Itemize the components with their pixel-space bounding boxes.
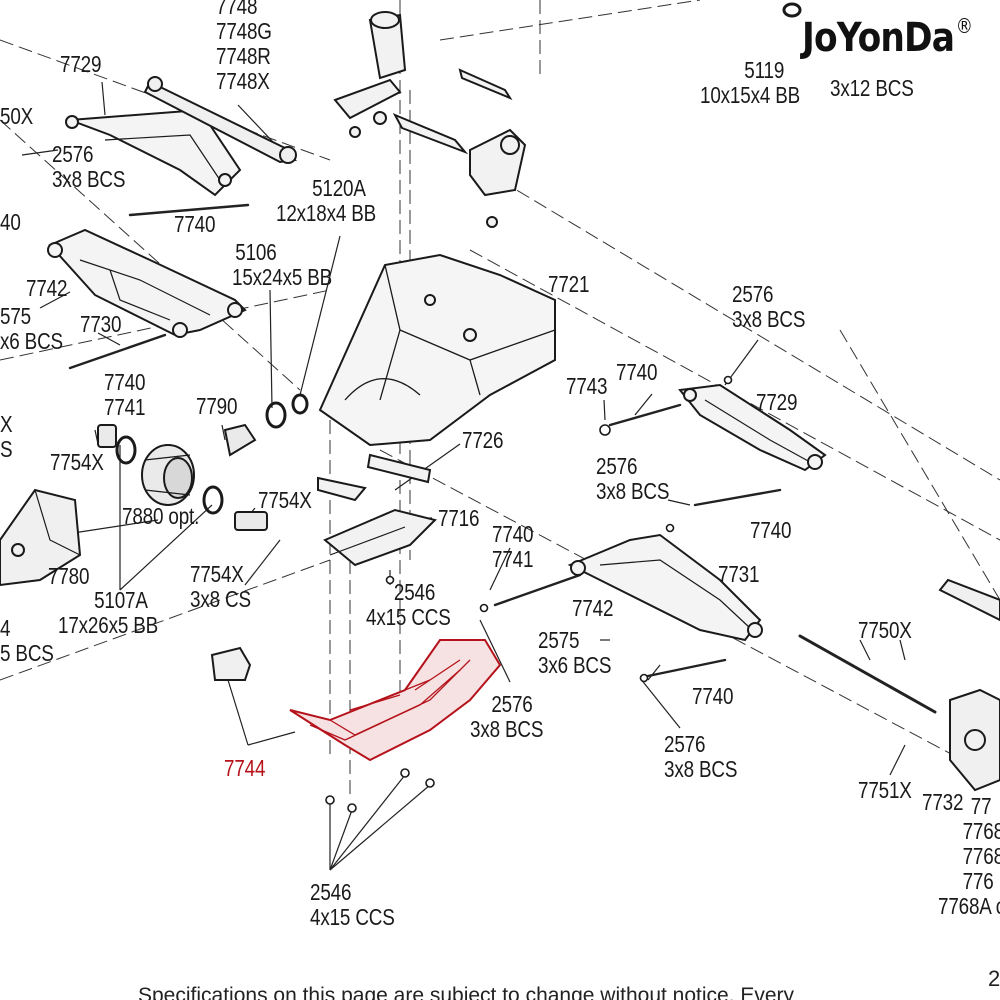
steering-assembly bbox=[333, 11, 527, 228]
label-5107a: 5107A 17x26x5 BB bbox=[58, 587, 159, 638]
registered-mark: ® bbox=[955, 14, 973, 38]
tie-rod bbox=[143, 76, 297, 164]
label-x-left: X S bbox=[0, 411, 13, 462]
label-50x: 50X bbox=[0, 103, 34, 129]
label-7751x: 7751X bbox=[858, 777, 912, 803]
label-2546-b: 2546 4x15 CCS bbox=[310, 879, 395, 930]
label-7740-d: 7740 bbox=[692, 683, 734, 709]
lower-control-arm-right bbox=[567, 533, 763, 642]
label-7730: 7730 bbox=[80, 311, 122, 337]
upper-control-arm-right bbox=[678, 383, 827, 472]
screws bbox=[325, 375, 733, 813]
brand-logo: JoYonDa® bbox=[802, 14, 973, 61]
label-7754x-b: 7754X bbox=[258, 487, 312, 513]
label-7740-7741-left: 7740 7741 bbox=[104, 369, 146, 420]
label-2575-mid: 2575 3x6 BCS bbox=[538, 627, 612, 678]
pointer-lines bbox=[21, 81, 906, 871]
label-7780: 7780 bbox=[48, 563, 90, 589]
label-7790: 7790 bbox=[196, 393, 238, 419]
label-7748-group: 7748 7748G 7748R 7748X bbox=[216, 0, 272, 94]
label-2546-a: 2546 4x15 CCS bbox=[366, 579, 451, 630]
bearings bbox=[115, 2, 802, 515]
label-7740-b: 7740 bbox=[616, 359, 658, 385]
bracket-block bbox=[210, 646, 252, 681]
label-7740-c: 7740 bbox=[750, 517, 792, 543]
label-7740-a: 7740 bbox=[174, 211, 216, 237]
label-7744-highlighted: 7744 bbox=[224, 755, 266, 781]
label-7716: 7716 bbox=[438, 505, 480, 531]
brand-name: JoYonDa bbox=[802, 15, 955, 61]
label-7740-7741-mid: 7740 7741 bbox=[492, 521, 534, 572]
label-7729-right: 7729 bbox=[756, 389, 798, 415]
label-7726: 7726 bbox=[462, 427, 504, 453]
label-5119: 5119 10x15x4 BB bbox=[700, 57, 801, 108]
label-5106: 5106 15x24x5 BB bbox=[232, 239, 333, 290]
label-7742-left: 7742 bbox=[26, 275, 68, 301]
label-2576-b: 2576 3x8 BCS bbox=[732, 281, 806, 332]
label-7880: 7880 opt. bbox=[122, 503, 200, 529]
label-7768-group: 77 7768 7768 776 7768A c bbox=[938, 793, 1000, 919]
plates bbox=[317, 453, 437, 567]
label-7732: 7732 bbox=[922, 789, 964, 815]
label-5120a: 5120A 12x18x4 BB bbox=[276, 175, 377, 226]
label-7754x-a: 7754X bbox=[50, 449, 104, 475]
lower-control-arm-left bbox=[47, 228, 247, 338]
page-number: 2 bbox=[988, 966, 1000, 991]
label-4-left: 4 5 BCS bbox=[0, 615, 54, 666]
label-40-left: 40 bbox=[0, 209, 21, 235]
label-7743: 7743 bbox=[566, 373, 608, 399]
label-575-left: 575 x6 BCS bbox=[0, 303, 63, 354]
label-7731: 7731 bbox=[718, 561, 760, 587]
label-2576-e: 2576 3x8 BCS bbox=[664, 731, 738, 782]
label-7754x-c: 7754X 3x8 CS bbox=[190, 561, 251, 612]
label-7729-top: 7729 bbox=[60, 51, 102, 77]
pins bbox=[68, 203, 937, 714]
skid-plate-highlight bbox=[289, 639, 502, 762]
label-2576-a: 2576 3x8 BCS bbox=[52, 141, 126, 192]
footer-notice: Specifications on this page are subject … bbox=[138, 984, 795, 1000]
gearbox-housing-left bbox=[0, 488, 82, 587]
label-2576-d: 2576 3x8 BCS bbox=[470, 691, 544, 742]
label-3x12-bcs: 3x12 BCS bbox=[830, 75, 914, 101]
label-2576-c: 2576 3x8 BCS bbox=[596, 453, 670, 504]
differential bbox=[97, 423, 268, 531]
label-7721: 7721 bbox=[548, 271, 590, 297]
label-7750x: 7750X bbox=[858, 617, 912, 643]
label-7742-mid: 7742 bbox=[572, 595, 614, 621]
chassis-tub bbox=[318, 253, 556, 447]
hub-carrier-right bbox=[938, 578, 1000, 792]
